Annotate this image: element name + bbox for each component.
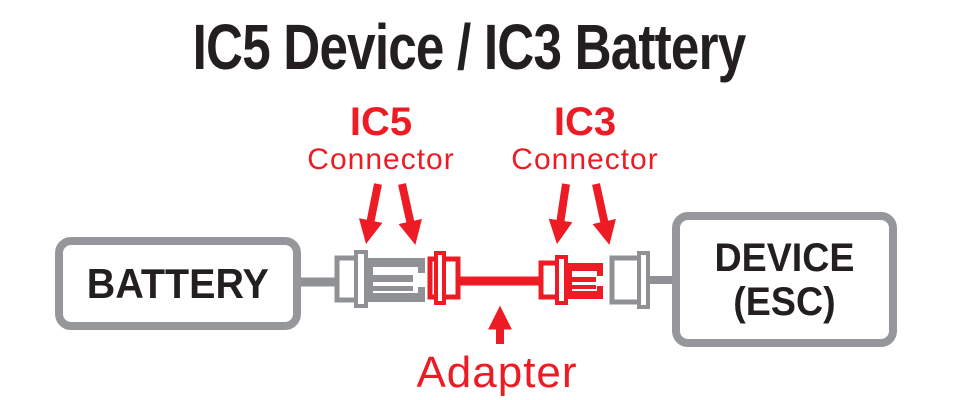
ic3-down-arrow-icon-left xyxy=(548,183,573,245)
ic5-connector-callout: IC5 Connector xyxy=(307,102,454,175)
device-label-line2: (ESC) xyxy=(733,279,836,324)
ic3-label: IC3 xyxy=(553,100,617,144)
ic5-male-connector xyxy=(334,250,425,308)
ic3-female-connector xyxy=(609,251,650,309)
ic3-sublabel: Connector xyxy=(511,143,659,176)
battery-label: BATTERY xyxy=(86,259,270,307)
ic3-connector-callout: IC3 Connector xyxy=(511,102,658,175)
device-box: DEVICE (ESC) xyxy=(672,212,897,347)
device-label-line1: DEVICE xyxy=(714,235,855,280)
ic5-sublabel: Connector xyxy=(307,143,455,176)
battery-box: BATTERY xyxy=(55,237,301,330)
ic5-down-arrow-icon-right xyxy=(398,183,422,245)
ic5-down-arrow-icon-left xyxy=(358,183,383,245)
ic5-label: IC5 xyxy=(349,100,413,144)
ic3-down-arrow-icon-right xyxy=(592,183,616,245)
page-title: IC5 Device / IC3 Battery xyxy=(192,11,747,83)
ic3-male-connector xyxy=(538,255,603,305)
ic5-female-connector xyxy=(427,251,461,305)
adapter-label: Adapter xyxy=(416,348,578,397)
